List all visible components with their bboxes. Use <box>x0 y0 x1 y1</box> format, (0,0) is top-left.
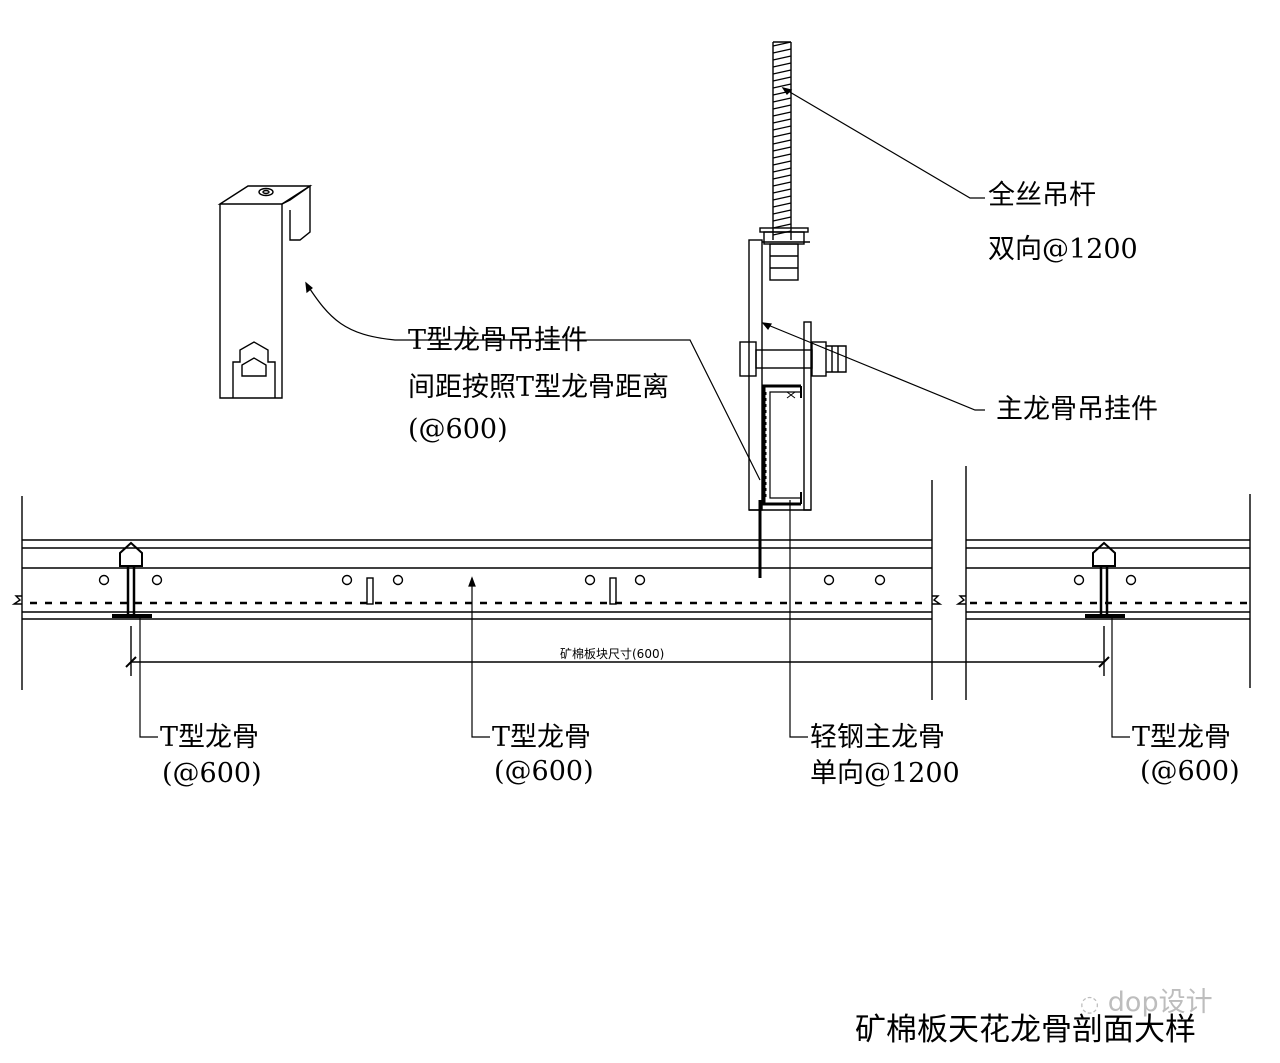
rod-nuts <box>759 227 809 281</box>
dimension-line <box>125 626 1110 676</box>
dimension-label: 矿棉板块尺寸(600) <box>560 647 665 661</box>
rod-label-line2: 双向@1200 <box>988 234 1138 265</box>
t-keel-left-label-line1: T型龙骨 <box>160 722 260 753</box>
t-keel-right-label-line1: T型龙骨 <box>1132 722 1232 753</box>
t-keel-right-label-line2: (@600) <box>1140 756 1240 787</box>
leader-lines <box>139 87 1130 738</box>
wechat-icon: ◌ <box>1080 992 1100 1017</box>
t-keel-mid-label-line2: (@600) <box>494 756 594 787</box>
watermark: ◌ dop设计 <box>1080 988 1213 1020</box>
main-keel-label-line1: 轻钢主龙骨 <box>810 722 945 753</box>
main-keel-hanger <box>739 239 847 511</box>
keel-holes <box>98 574 1137 605</box>
main-keel-label-line2: 单向@1200 <box>810 758 960 789</box>
t-hanger-label-line3: (@600) <box>408 414 508 445</box>
watermark-text: dop设计 <box>1107 987 1213 1018</box>
t-keel-left-label-line2: (@600) <box>162 758 262 789</box>
threaded-rod <box>772 41 792 240</box>
t-hanger-label-line1: T型龙骨吊挂件 <box>408 325 589 356</box>
t-keel-hanger-detail <box>217 184 313 399</box>
t-keel-left <box>112 541 152 618</box>
main-hanger-label: 主龙骨吊挂件 <box>996 394 1158 425</box>
t-hanger-label-line2: 间距按照T型龙骨距离 <box>408 372 670 403</box>
drawing-title: 矿棉板天花龙骨剖面大样 <box>855 1012 1196 1048</box>
t-keel-mid-label-line1: T型龙骨 <box>492 722 592 753</box>
t-keel-right <box>1085 541 1125 618</box>
main-keel-band-left <box>11 480 943 700</box>
c-channel <box>758 384 802 578</box>
rod-label-line1: 全丝吊杆 <box>988 180 1096 211</box>
main-keel-band-right <box>955 466 1251 700</box>
